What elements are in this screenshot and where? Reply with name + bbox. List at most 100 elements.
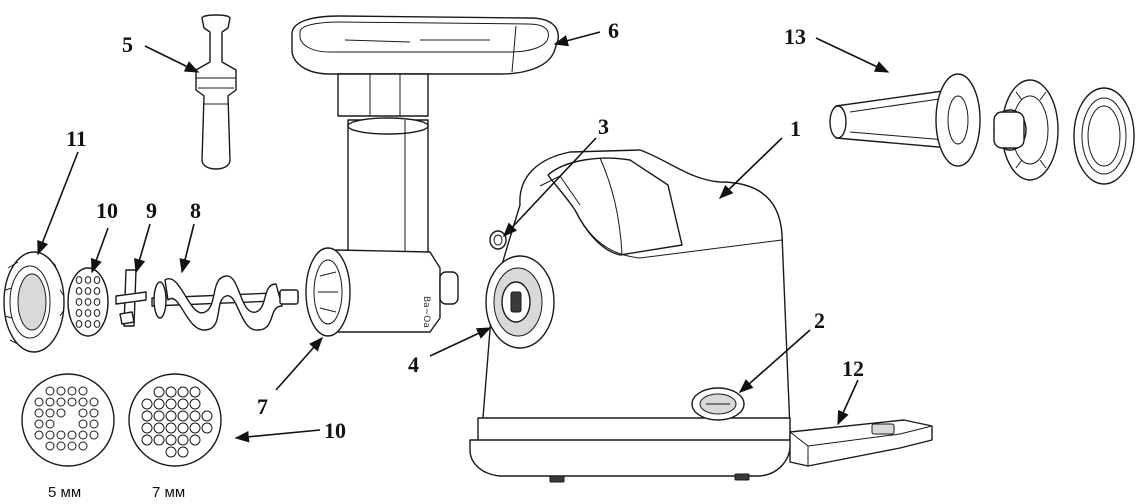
plate-hole [165,422,177,434]
plate-hole [93,298,101,306]
motor-housing [469,149,791,483]
plate-hole [93,320,101,328]
cutting-blade [115,269,147,327]
plate-hole [177,434,189,446]
callout-2: 2 [814,308,825,333]
plate-hole [177,422,189,434]
plate-hole [189,398,201,410]
plate-hole [89,408,99,418]
callout-11: 11 [66,126,87,151]
plate-hole [201,410,213,422]
plate-hole [84,320,92,328]
grinder-head: Ba~Oa [305,117,459,337]
plate-hole [75,298,83,306]
plate-hole [56,386,66,396]
plate-hole [165,446,177,458]
plate-hole [165,410,177,422]
plate-hole [177,446,189,458]
callout-10-plate: 10 [96,198,118,223]
plate-detail-5mm [21,373,115,467]
plate-hole [153,398,165,410]
drive-socket [485,255,555,349]
plate-hole [78,441,88,451]
plate-hole [84,309,92,317]
callout-3: 3 [598,114,609,139]
plate-hole [67,441,77,451]
plate-hole [153,410,165,422]
plate-hole [78,430,88,440]
callout-5: 5 [122,32,133,57]
plate-hole [56,441,66,451]
cutting-plate [67,267,109,337]
plate-hole [141,434,153,446]
plate-hole [67,430,77,440]
plate-hole [141,398,153,410]
plate-hole [75,309,83,317]
callout-1: 1 [790,116,801,141]
callout-4: 4 [408,352,419,377]
plate-hole [189,386,201,398]
plate-hole [153,422,165,434]
plate-hole [153,386,165,398]
plate-hole [78,419,88,429]
sausage-attachment-set [829,73,1135,185]
svg-text:Ba~Oa: Ba~Oa [421,296,431,328]
plate-hole [153,434,165,446]
plate-hole [78,386,88,396]
plate-hole [201,422,213,434]
plate-hole [165,386,177,398]
plate-hole [75,276,83,284]
plate-hole [93,287,101,295]
leader-lines [37,31,890,443]
plate-hole [34,419,44,429]
ring-nut [3,251,65,353]
plate-hole [56,408,66,418]
plate-hole [189,422,201,434]
plate-hole [189,410,201,422]
plate-hole [45,408,55,418]
plate-hole [177,398,189,410]
plate-hole [89,397,99,407]
plate-hole [45,397,55,407]
plate-hole [78,397,88,407]
plate-hole [84,287,92,295]
plate-hole [45,386,55,396]
plate-hole [56,430,66,440]
plate-hole [45,441,55,451]
plate-hole [75,320,83,328]
plate-hole [84,298,92,306]
plate-hole [177,410,189,422]
plate-hole [141,410,153,422]
plate-hole [89,430,99,440]
accessory-tray [789,419,933,467]
plate-hole [177,386,189,398]
plate-hole [165,434,177,446]
plate-hole [93,309,101,317]
caption-5mm-plate: 5 мм [48,484,81,501]
plate-hole [56,397,66,407]
callout-7: 7 [257,394,268,419]
plate-hole [34,430,44,440]
plate-detail-7mm [128,373,222,467]
callout-9: 9 [146,198,157,223]
release-button [489,230,507,250]
callout-10-detail: 10 [324,418,346,443]
plate-hole [45,430,55,440]
plate-hole [89,419,99,429]
callout-12: 12 [842,356,864,381]
callout-13: 13 [784,24,806,49]
plate-hole [141,422,153,434]
callout-labels: 1 2 3 4 5 6 7 8 9 10 10 11 12 13 [66,18,864,443]
plate-hole [165,398,177,410]
food-tray [291,15,559,117]
power-switch [691,387,745,421]
plate-hole [34,408,44,418]
callout-6: 6 [608,18,619,43]
plate-hole [67,397,77,407]
auger [151,275,299,331]
plate-hole [78,408,88,418]
plate-hole [189,434,201,446]
caption-7mm-plate: 7 мм [152,484,185,501]
callout-8: 8 [190,198,201,223]
plate-hole [45,419,55,429]
